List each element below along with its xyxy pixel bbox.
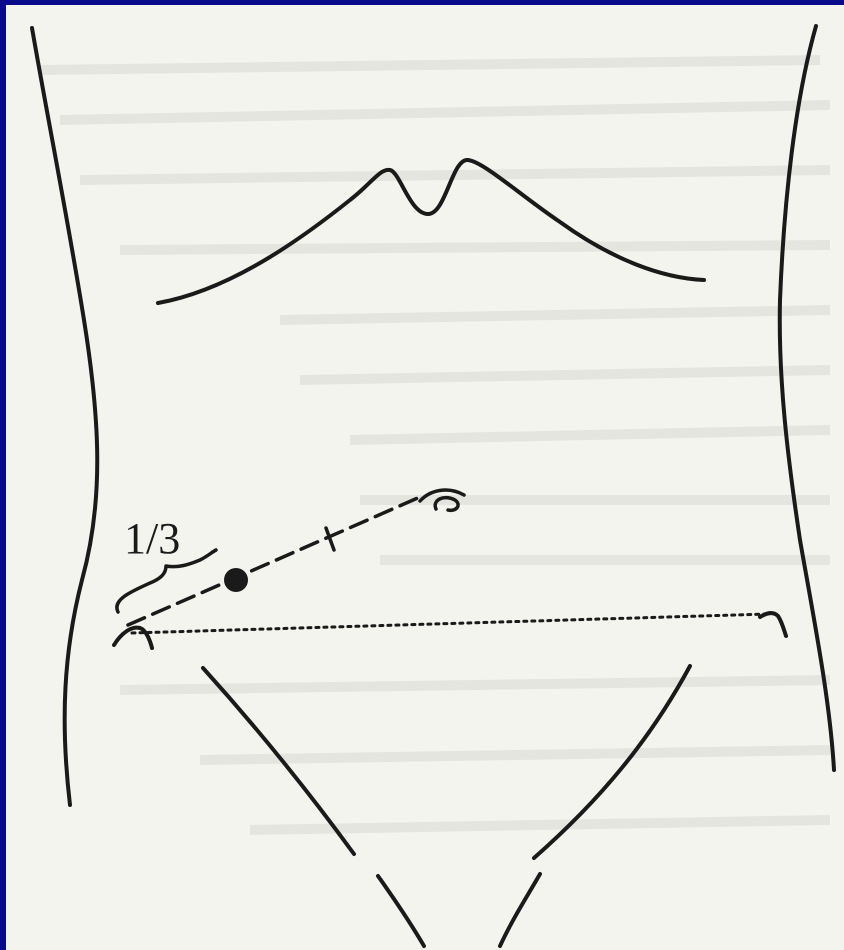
mcburney-point bbox=[224, 568, 248, 592]
fraction-label: 1/3 bbox=[124, 514, 180, 563]
right-flank-outline bbox=[780, 26, 834, 770]
right-iliac-spine-outline bbox=[760, 613, 786, 636]
right-pubic-line bbox=[500, 874, 540, 946]
left-iliac-spine-outline bbox=[114, 628, 152, 648]
interspinous-line bbox=[132, 614, 768, 633]
left-pubic-line bbox=[378, 876, 424, 946]
left-flank-outline bbox=[32, 28, 97, 805]
show-through-texture bbox=[40, 60, 830, 830]
